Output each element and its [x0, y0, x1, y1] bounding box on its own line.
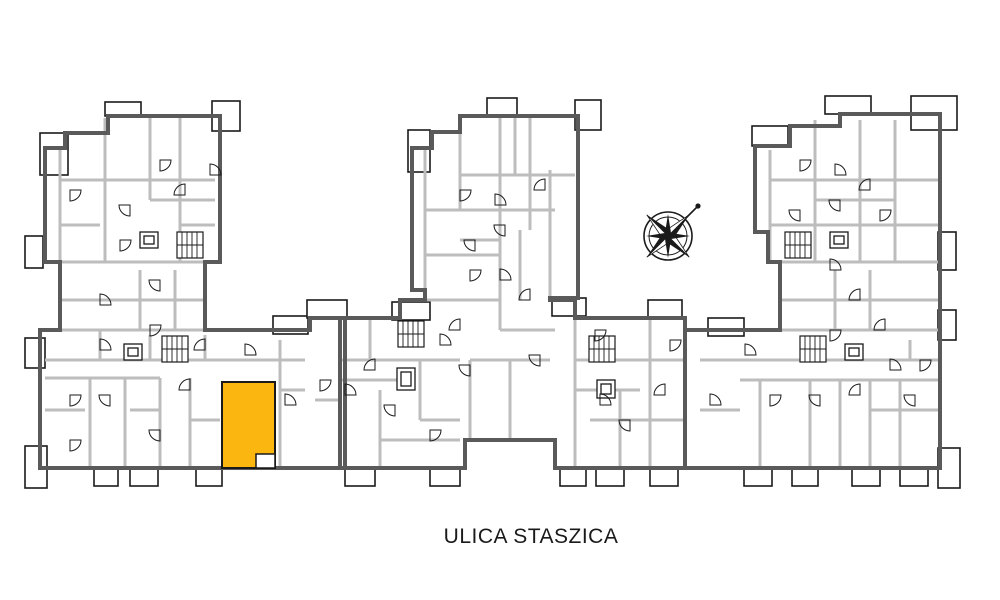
door-swing [448, 318, 461, 331]
compass-rose-icon [643, 203, 701, 261]
door-swing [889, 358, 902, 371]
door-swing [99, 338, 112, 351]
door-swing [744, 343, 757, 356]
door-swing [828, 199, 841, 212]
door-swing [458, 364, 471, 377]
door-swing [118, 204, 131, 217]
door-swing [148, 279, 161, 292]
staircase-5 [784, 231, 812, 259]
door-swing [518, 288, 531, 301]
door-swing [903, 394, 916, 407]
door-swing [858, 178, 871, 191]
staircase-4 [588, 335, 616, 363]
door-swing [769, 394, 782, 407]
door-swing [873, 318, 886, 331]
street-label: ULICA STASZICA [443, 525, 619, 548]
door-swing [919, 359, 932, 372]
door-swing [363, 358, 376, 371]
door-swing [669, 339, 682, 352]
door-swing [533, 178, 546, 191]
balconies [24, 95, 961, 489]
door-swing [119, 239, 132, 252]
door-swing [829, 329, 842, 342]
door-swing [439, 333, 452, 346]
door-swing [493, 224, 506, 237]
door-swings [69, 159, 932, 452]
staircases [161, 231, 827, 363]
door-swing [618, 419, 631, 432]
door-swing [429, 429, 442, 442]
door-swing [494, 193, 507, 206]
exterior-walls [38, 112, 942, 470]
door-swing [99, 293, 112, 306]
staircase-6 [799, 335, 827, 363]
door-swing [834, 163, 847, 176]
elevator-shafts [123, 231, 864, 399]
door-swing [709, 393, 722, 406]
door-swing [459, 189, 472, 202]
door-swing [98, 394, 111, 407]
door-swing [69, 394, 82, 407]
door-swing [599, 393, 612, 406]
door-swing [463, 239, 476, 252]
door-swing [879, 209, 892, 222]
door-swing [244, 343, 257, 356]
door-swing [829, 258, 842, 271]
door-swing [209, 163, 222, 176]
door-swing [528, 354, 541, 367]
staircase-2 [161, 335, 189, 363]
door-swing [653, 383, 666, 396]
door-swing [344, 383, 357, 396]
door-swing [149, 324, 162, 337]
door-swing [499, 268, 512, 281]
door-swing [159, 159, 172, 172]
door-swing [178, 378, 191, 391]
door-swing [848, 383, 861, 396]
door-swing [69, 189, 82, 202]
door-swing [284, 393, 297, 406]
door-swing [173, 183, 186, 196]
door-swing [148, 429, 161, 442]
staircase-3 [397, 320, 425, 348]
door-swing [383, 404, 396, 417]
door-swing [594, 329, 607, 342]
door-swing [193, 338, 206, 351]
door-swing [469, 269, 482, 282]
door-swing [788, 209, 801, 222]
door-swing [799, 159, 812, 172]
highlighted-unit[interactable] [221, 381, 276, 469]
door-swing [319, 379, 332, 392]
staircase-1 [176, 231, 204, 259]
interior-walls [45, 118, 940, 468]
door-swing [848, 288, 861, 301]
door-swing [808, 394, 821, 407]
selected-apartment-notch [255, 453, 276, 469]
door-swing [69, 439, 82, 452]
